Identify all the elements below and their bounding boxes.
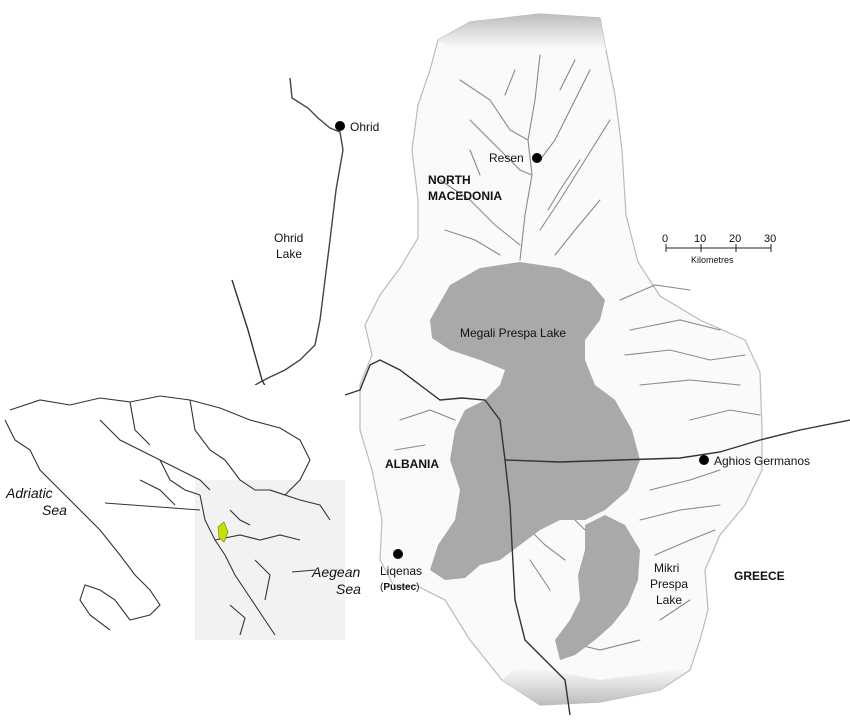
scale-bar: 0 10 20 30 Kilometres <box>662 233 776 265</box>
town-markers <box>335 121 709 559</box>
ohrid-lake-shore <box>254 77 344 386</box>
inset-map: Adriatic Sea Aegean Sea <box>0 385 361 647</box>
mikri-prespa-label-1: Mikri <box>654 561 679 575</box>
megali-prespa-label: Megali Prespa Lake <box>460 326 566 340</box>
adriatic-sea-label-1: Adriatic <box>5 485 53 501</box>
aghios-germanos-label: Aghios Germanos <box>714 454 810 468</box>
liqenas-label: Liqenas <box>380 564 422 578</box>
liqenas-marker <box>393 549 403 559</box>
adriatic-sea-label-2: Sea <box>42 502 67 518</box>
greece-label: GREECE <box>734 569 785 583</box>
mikri-prespa-label-3: Lake <box>656 593 682 607</box>
aegean-sea-label-1: Aegean <box>311 564 360 580</box>
aegean-sea-label-2: Sea <box>336 581 361 597</box>
scale-tick-10: 10 <box>694 233 706 245</box>
albania-label: ALBANIA <box>385 457 439 471</box>
resen-town-label: Resen <box>489 151 524 165</box>
rivers <box>394 54 761 651</box>
megali-prespa-lake <box>430 262 640 580</box>
north-macedonia-label-2: MACEDONIA <box>428 189 502 203</box>
scale-unit-label: Kilometres <box>691 255 734 265</box>
prespa-location-highlight <box>217 521 229 543</box>
scale-tick-0: 0 <box>662 233 668 245</box>
scale-tick-30: 30 <box>764 233 776 245</box>
ohrid-marker <box>335 121 345 131</box>
resen-marker <box>532 153 542 163</box>
pustec-label: (Pustec) <box>380 582 419 593</box>
ohrid-lake-label-2: Lake <box>276 247 302 261</box>
ohrid-town-label: Ohrid <box>350 120 379 134</box>
ohrid-lake-label-1: Ohrid <box>274 231 303 245</box>
aghios-germanos-marker <box>699 455 709 465</box>
north-macedonia-label-1: NORTH <box>428 173 471 187</box>
scale-tick-20: 20 <box>729 233 741 245</box>
mikri-prespa-lake <box>555 515 640 660</box>
mikri-prespa-label-2: Prespa <box>650 577 688 591</box>
